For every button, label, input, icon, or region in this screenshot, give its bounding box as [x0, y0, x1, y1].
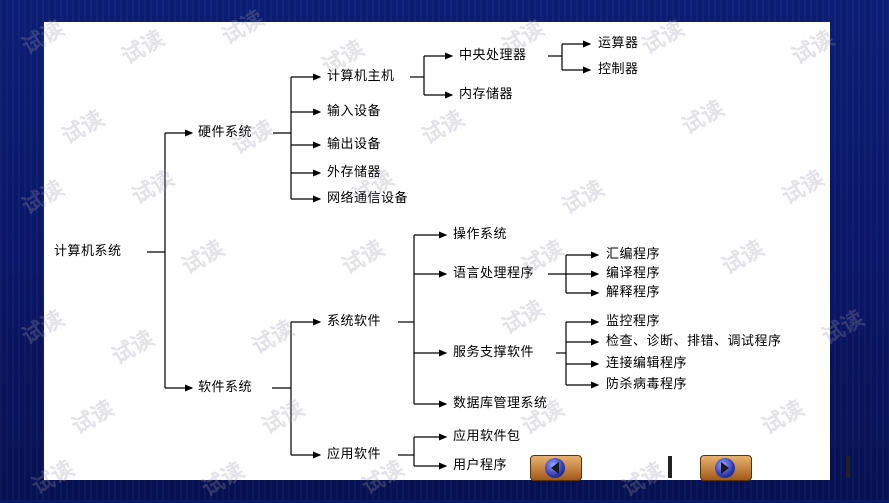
node-hardware: 硬件系统 — [198, 125, 253, 140]
node-input: 输入设备 — [327, 104, 382, 119]
node-debug-tools: 检查、诊断、排错、调试程序 — [606, 334, 782, 349]
node-assembler: 汇编程序 — [606, 247, 661, 262]
node-os: 操作系统 — [453, 227, 508, 242]
node-output: 输出设备 — [327, 137, 382, 152]
next-slide-button[interactable] — [700, 455, 752, 481]
node-language-processing: 语言处理程序 — [453, 266, 535, 281]
node-service-support: 服务支撑软件 — [453, 345, 535, 360]
node-dbms: 数据库管理系统 — [453, 396, 548, 411]
node-memory: 内存储器 — [459, 87, 514, 102]
node-root: 计算机系统 — [54, 244, 122, 259]
node-host: 计算机主机 — [327, 69, 395, 84]
node-software: 软件系统 — [198, 380, 253, 395]
node-controller: 控制器 — [598, 62, 639, 77]
prev-slide-button[interactable] — [530, 455, 582, 481]
node-external-storage: 外存储器 — [327, 165, 382, 180]
nav-divider — [846, 456, 850, 478]
arrow-left-icon — [551, 462, 559, 474]
node-app-software: 应用软件 — [327, 447, 382, 462]
node-app-package: 应用软件包 — [453, 429, 521, 444]
node-network: 网络通信设备 — [327, 191, 409, 206]
node-monitor: 监控程序 — [606, 314, 661, 329]
node-system-software: 系统软件 — [327, 314, 382, 329]
nav-divider — [668, 456, 672, 478]
node-user-program: 用户程序 — [453, 458, 508, 473]
node-alu: 运算器 — [598, 36, 639, 51]
node-linker: 连接编辑程序 — [606, 356, 688, 371]
node-antivirus: 防杀病毒程序 — [606, 377, 688, 392]
arrow-right-icon — [721, 462, 729, 474]
node-cpu: 中央处理器 — [459, 48, 527, 63]
node-interpreter: 解释程序 — [606, 285, 661, 300]
node-compiler: 编译程序 — [606, 266, 661, 281]
